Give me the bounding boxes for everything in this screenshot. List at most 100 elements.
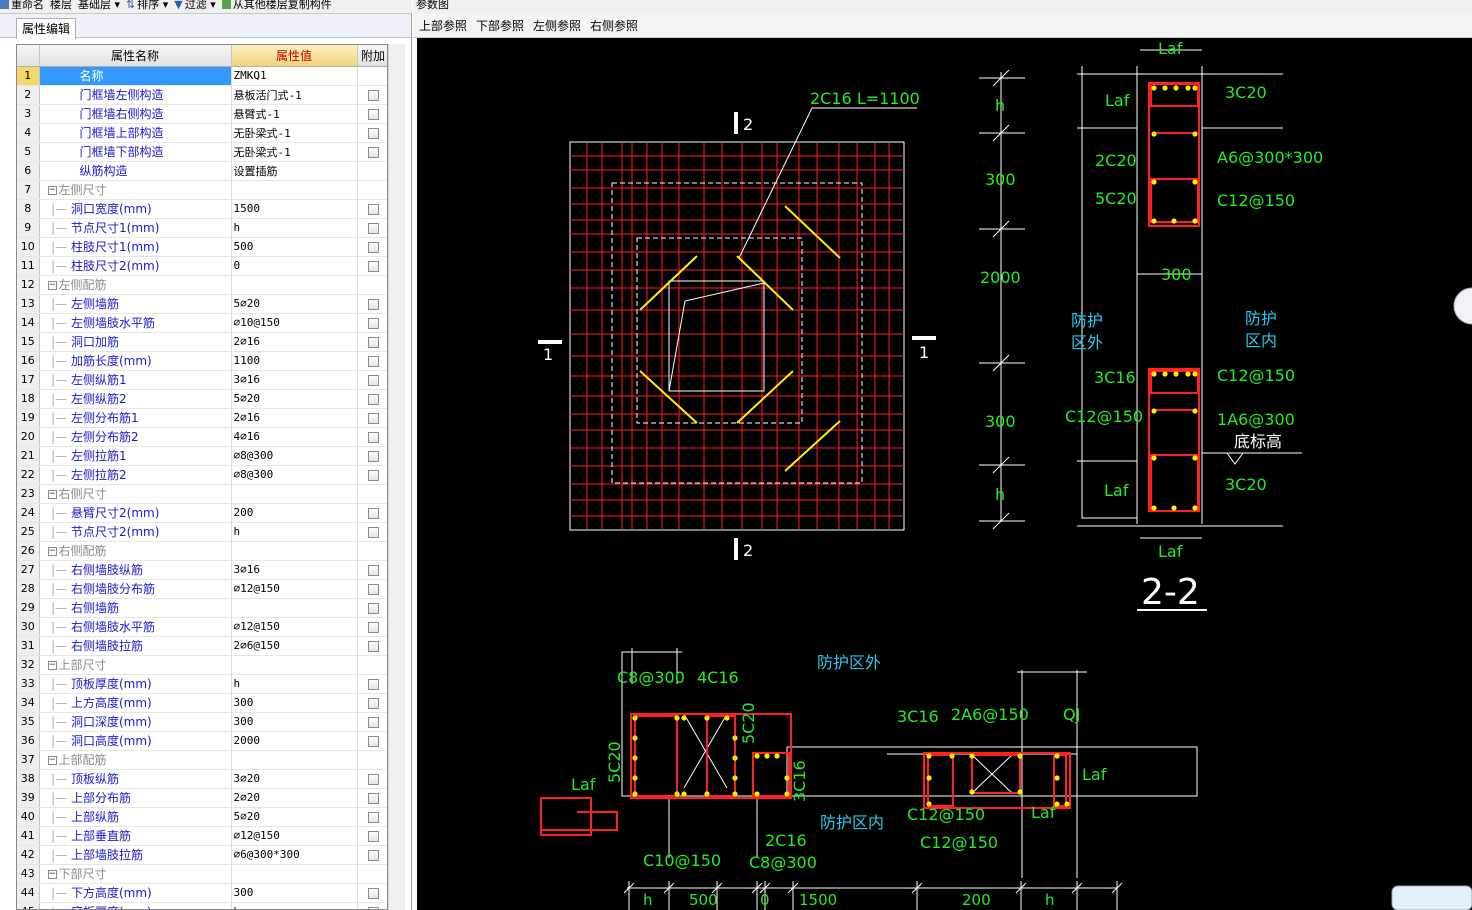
property-value[interactable]: 2⌀16 [231,408,358,428]
property-value[interactable]: 300 [231,712,358,732]
attach-checkbox[interactable] [367,203,379,215]
attach-checkbox[interactable] [367,697,379,709]
property-value[interactable]: 300 [231,883,358,903]
property-value[interactable] [231,864,358,884]
property-value[interactable]: 5⌀20 [231,294,358,314]
property-value[interactable]: 悬板活门式-1 [231,85,358,105]
collapse-icon[interactable]: − [47,660,57,670]
property-value[interactable]: h [231,674,358,694]
property-row[interactable]: 21 |— 左侧拉筋1⌀8@300 [17,446,387,466]
attach-checkbox[interactable] [367,222,379,234]
tab-left-reference[interactable]: 左侧参照 [533,19,582,33]
tab-top-reference[interactable]: 上部参照 [419,19,468,33]
floor-select[interactable]: 基础层 ▾ [78,0,121,11]
attach-checkbox[interactable] [367,621,379,633]
sort-button[interactable]: ⇅排序 ▾ [126,0,169,11]
attach-checkbox[interactable] [367,564,379,576]
property-value[interactable]: ZMKQ1 [231,66,358,86]
rename-button[interactable]: 重命名 [0,0,44,10]
copy-from-floor-button[interactable]: 从其他楼层复制构件 [221,0,332,10]
property-value[interactable]: 悬臂式-1 [231,104,358,124]
attach-checkbox[interactable] [367,336,379,348]
property-row[interactable]: 45 |— 底板厚度(mm)h [17,902,387,909]
property-value[interactable]: 4⌀16 [231,427,358,447]
property-value[interactable]: 1100 [231,351,358,371]
drawing-canvas[interactable]: 2 2 1 1 2C16 L=1100 h 300 [417,38,1472,910]
attach-checkbox[interactable] [367,602,379,614]
property-row[interactable]: 22 |— 左侧拉筋2⌀8@300 [17,465,387,485]
collapse-icon[interactable]: − [47,546,57,556]
attach-checkbox[interactable] [367,241,379,253]
attach-checkbox[interactable] [367,108,379,120]
property-row[interactable]: 43−下部尺寸 [17,864,387,884]
property-row[interactable]: 37−上部配筋 [17,750,387,770]
property-value[interactable]: ⌀8@300 [231,446,358,466]
attach-checkbox[interactable] [367,260,379,272]
property-value[interactable]: 2⌀6@150 [231,636,358,656]
property-row[interactable]: 23−右侧尺寸 [17,484,387,504]
property-row[interactable]: 9 |— 节点尺寸1(mm)h [17,218,387,238]
property-value[interactable]: 无卧梁式-1 [231,123,358,143]
property-value[interactable]: 3⌀16 [231,560,358,580]
property-value[interactable]: 5⌀20 [231,807,358,827]
property-value[interactable] [231,180,358,200]
filter-button[interactable]: ▼过滤 ▾ [174,0,216,11]
property-value[interactable]: 3⌀20 [231,769,358,789]
property-value[interactable] [231,750,358,770]
property-value[interactable]: 5⌀20 [231,389,358,409]
property-value[interactable] [231,484,358,504]
property-value[interactable]: 3⌀16 [231,370,358,390]
property-value[interactable]: h [231,902,358,909]
property-row[interactable]: 25 |— 节点尺寸2(mm)h [17,522,387,542]
property-value[interactable]: ⌀12@150 [231,826,358,846]
attach-checkbox[interactable] [367,906,379,909]
property-value[interactable]: ⌀10@150 [231,313,358,333]
property-value[interactable]: 2000 [231,731,358,751]
attach-checkbox[interactable] [367,431,379,443]
property-value[interactable]: h [231,218,358,238]
property-row[interactable]: 11 |— 柱肢尺寸2(mm)0 [17,256,387,276]
property-row[interactable]: 29 |— 右侧墙筋 [17,598,387,618]
property-row[interactable]: 12−左侧配筋 [17,275,387,295]
property-value[interactable] [231,275,358,295]
input-method-icon[interactable] [1391,885,1472,910]
property-value[interactable]: 设置插筋 [231,161,358,181]
collapse-icon[interactable]: − [47,280,57,290]
property-row[interactable]: 28 |— 右侧墙肢分布筋⌀12@150 [17,579,387,599]
property-value[interactable]: 2⌀20 [231,788,358,808]
property-value[interactable]: h [231,522,358,542]
property-value[interactable] [231,598,358,618]
attach-checkbox[interactable] [367,583,379,595]
attach-checkbox[interactable] [367,830,379,842]
property-value[interactable]: 无卧梁式-1 [231,142,358,162]
attach-checkbox[interactable] [367,393,379,405]
property-row[interactable]: 33 |— 顶板厚度(mm)h [17,674,387,694]
attach-checkbox[interactable] [367,469,379,481]
floating-tool-icon[interactable] [1453,287,1472,325]
collapse-icon[interactable]: − [47,185,57,195]
attach-checkbox[interactable] [367,887,379,899]
attach-checkbox[interactable] [367,849,379,861]
collapse-icon[interactable]: − [47,489,57,499]
attach-checkbox[interactable] [367,374,379,386]
attach-checkbox[interactable] [367,526,379,538]
attach-checkbox[interactable] [367,89,379,101]
property-row[interactable]: 44 |— 下方高度(mm)300 [17,883,387,903]
attach-checkbox[interactable] [367,507,379,519]
property-row[interactable]: 14 |— 左侧墙肢水平筋⌀10@150 [17,313,387,333]
property-value[interactable]: ⌀12@150 [231,617,358,637]
tab-bottom-reference[interactable]: 下部参照 [476,19,525,33]
property-row[interactable]: 8 |— 洞口宽度(mm)1500 [17,199,387,219]
attach-checkbox[interactable] [367,716,379,728]
attach-checkbox[interactable] [367,298,379,310]
property-value[interactable]: ⌀6@300*300 [231,845,358,865]
property-value[interactable]: 0 [231,256,358,276]
